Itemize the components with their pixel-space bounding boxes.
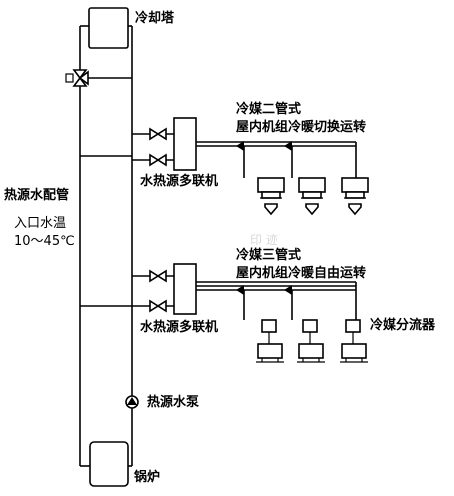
branch-arrow-icon (284, 141, 292, 151)
branch-arrow-icon (236, 285, 244, 295)
upper-system-title: 冷媒二管式 (236, 102, 302, 117)
indoor-unit-icon (298, 177, 326, 199)
three-way-valve-icon (65, 69, 89, 87)
boiler-box (89, 441, 129, 487)
boiler-label: 锅炉 (134, 470, 161, 485)
valve-icon (149, 153, 167, 167)
lower-unit-label: 水热源多联机 (140, 320, 219, 335)
upper-system-subtitle: 屋内机组冷暖切换运转 (236, 120, 367, 135)
airflow-arrow-icon (305, 203, 319, 216)
watermark: 印 迹 (250, 233, 278, 247)
refrigerant-distributor-label: 冷媒分流器 (370, 318, 436, 333)
indoor-unit-icon (340, 343, 368, 363)
heat-source-pipe-label: 热源水配管 (4, 188, 70, 203)
indoor-unit-icon (341, 177, 369, 199)
distributor-box (302, 319, 318, 333)
branch-arrow-icon (284, 285, 292, 295)
airflow-arrow-icon (348, 203, 362, 216)
distributor-box (345, 319, 361, 333)
airflow-arrow-icon (264, 203, 278, 216)
valve-icon (149, 299, 167, 313)
lower-unit-box (173, 263, 197, 315)
upper-unit-box (173, 117, 197, 171)
pump-icon (125, 395, 139, 409)
upper-unit-label: 水热源多联机 (140, 174, 219, 189)
valve-icon (149, 269, 167, 283)
distributor-box (261, 319, 277, 333)
inlet-temp-range: 10～45℃ (14, 234, 75, 249)
lower-system-title: 冷媒三管式 (236, 248, 302, 263)
lower-system-subtitle: 屋内机组冷暖自由运转 (236, 266, 367, 281)
indoor-unit-icon (297, 343, 325, 363)
valve-icon (149, 127, 167, 141)
indoor-unit-icon (257, 177, 285, 199)
branch-arrow-icon (236, 141, 244, 151)
cooling-tower-box (88, 7, 129, 49)
inlet-temp-title: 入口水温 (14, 216, 67, 231)
pump-label: 热源水泵 (147, 395, 200, 410)
cooling-tower-label: 冷却塔 (135, 11, 175, 26)
indoor-unit-icon (256, 343, 284, 363)
